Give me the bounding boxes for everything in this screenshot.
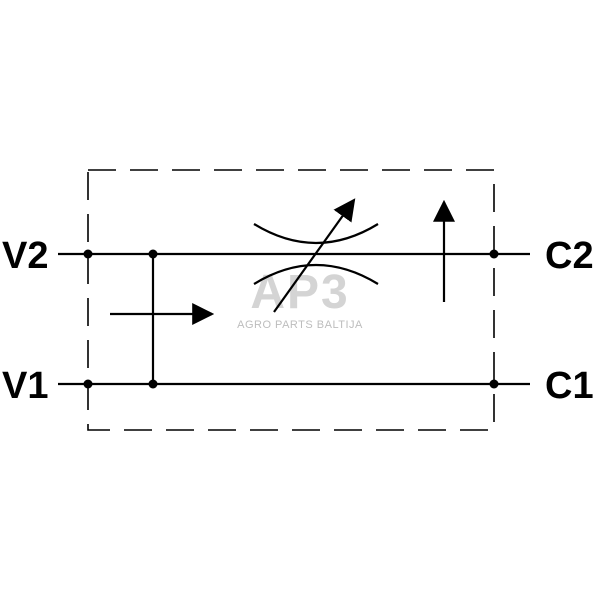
port-label-v1: V1 xyxy=(2,365,48,407)
junction-dot xyxy=(148,379,158,389)
watermark: AP3 AGRO PARTS BALTIJA xyxy=(237,266,363,331)
watermark-logo: AP3 xyxy=(250,266,349,319)
adjustment-arrow-icon xyxy=(273,198,356,313)
throttle-curve-top xyxy=(253,223,379,245)
junction-dot xyxy=(83,379,93,389)
port-label-v2: V2 xyxy=(2,235,48,277)
junction-dot xyxy=(83,249,93,259)
valve-enclosure xyxy=(87,169,495,431)
junction-dot xyxy=(148,249,158,259)
port-label-c2: C2 xyxy=(545,235,594,277)
watermark-text: AGRO PARTS BALTIJA xyxy=(237,319,363,331)
junction-dot xyxy=(489,249,499,259)
junction-dot xyxy=(489,379,499,389)
port-label-c1: C1 xyxy=(545,365,594,407)
adjustable-throttle-symbol xyxy=(253,198,379,313)
throttle-curve-bottom xyxy=(253,263,379,285)
